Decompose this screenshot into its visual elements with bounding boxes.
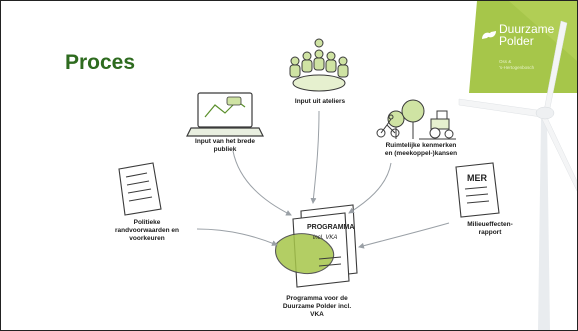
- arrow-politiek: [196, 228, 278, 246]
- brand-name: Duurzame Polder: [499, 23, 554, 47]
- brand-sub-line1: Oss &: [499, 59, 512, 64]
- duurzame-polder-logo-icon: [482, 31, 496, 39]
- landscape-illustration: [376, 99, 456, 140]
- arrow-mer: [358, 222, 450, 249]
- programma-doc-line1: PROGRAMMA: [307, 224, 354, 231]
- brand-subtitle: Oss & 's-Hertogenbosch: [499, 59, 534, 71]
- label-publiek: Input van het brede publiek: [195, 138, 255, 153]
- brand-sub-line2: 's-Hertogenbosch: [499, 65, 535, 70]
- flow-arrows: [196, 110, 450, 249]
- page-title: Proces: [65, 51, 136, 74]
- arrow-ruimtelijk: [348, 162, 392, 214]
- label-ruimtelijk: Ruimtelijke kenmerken en (meekoppel-)kan…: [384, 142, 458, 157]
- laptop-icon: [186, 92, 264, 137]
- mer-document-icon: MER: [455, 162, 500, 218]
- brand-name-line1: Duurzame: [499, 22, 555, 36]
- politiek-document-icon: [118, 162, 162, 216]
- brand-name-line2: Polder: [499, 34, 534, 48]
- mer-doc-text: MER: [467, 173, 488, 183]
- programma-doc-line2: incl. VKA: [313, 235, 337, 241]
- wind-turbine-illustration: [458, 20, 577, 330]
- arrow-ateliers: [310, 110, 320, 204]
- label-mer: Milieueffecten- rapport: [467, 221, 513, 236]
- arrow-publiek: [232, 150, 292, 216]
- label-politiek: Politieke randvoorwaarden en voorkeuren: [115, 219, 179, 242]
- label-ateliers: Input uit ateliers: [294, 98, 346, 105]
- ateliers-illustration: [289, 38, 349, 92]
- label-programma: Programma voor de Duurzame Polder incl. …: [282, 295, 352, 318]
- programma-document-icon: PROGRAMMA incl. VKA: [275, 204, 358, 288]
